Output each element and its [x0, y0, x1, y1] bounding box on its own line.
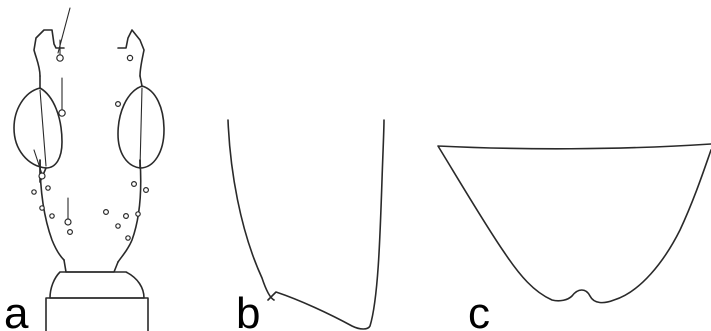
- eye-right-inner-line: [139, 87, 143, 169]
- pore: [45, 185, 51, 191]
- collar-ring: [49, 271, 145, 299]
- neck-segment: [63, 259, 119, 273]
- eye-left: [13, 87, 63, 169]
- pore: [39, 205, 45, 211]
- pore: [126, 54, 134, 62]
- panel-a-drawing: [13, 7, 165, 331]
- prothorax-edge: [45, 297, 149, 331]
- seta-socket-4: [64, 218, 72, 226]
- pore: [122, 213, 129, 220]
- panel-b-drawing: [227, 119, 385, 330]
- pore: [125, 235, 131, 241]
- panel-label-a: a: [4, 289, 29, 331]
- seta-socket-1: [56, 54, 64, 62]
- pore: [115, 223, 121, 229]
- appendage-outline: [227, 119, 385, 330]
- eye-left-inner-line: [39, 89, 47, 167]
- seta-socket-3: [38, 172, 46, 180]
- pore: [114, 100, 121, 107]
- pore: [131, 181, 138, 188]
- panel-label-c: c: [468, 289, 490, 331]
- pore: [49, 213, 55, 219]
- panel-c-drawing: [437, 143, 711, 304]
- pore: [66, 229, 73, 236]
- pore: [143, 187, 150, 194]
- panel-label-b: b: [236, 289, 260, 331]
- seta-socket-2: [58, 109, 66, 117]
- pore: [102, 209, 109, 216]
- seta-3: [33, 149, 43, 175]
- pore: [135, 211, 141, 217]
- pore: [31, 189, 37, 195]
- head-capsule-outline: [33, 29, 145, 263]
- lateral-margin-right: [139, 75, 143, 169]
- plate-outline: [437, 143, 711, 304]
